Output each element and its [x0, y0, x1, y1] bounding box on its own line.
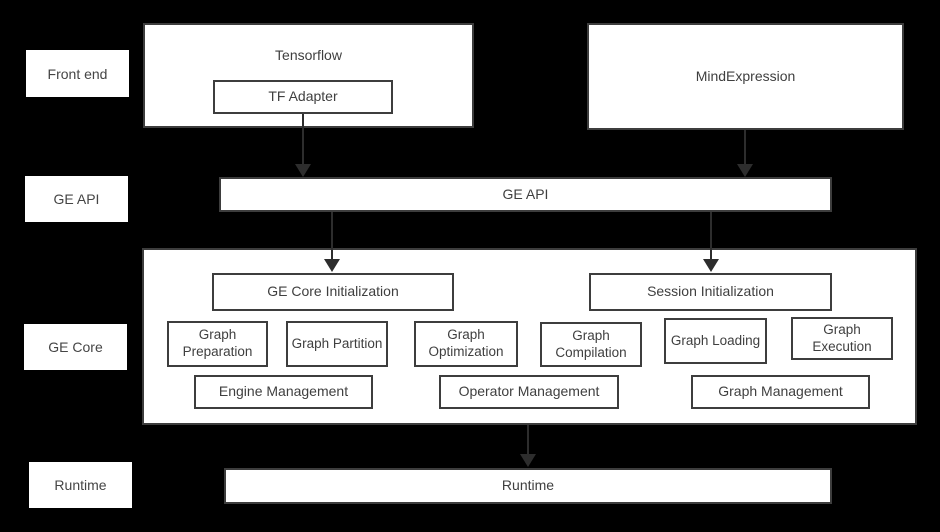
graph-optimization-box: Graph Optimization: [414, 321, 518, 367]
row-label-ge-api: GE API: [25, 176, 128, 222]
ge-api-bar: GE API: [219, 177, 832, 212]
session-initialization-box: Session Initialization: [589, 273, 832, 311]
arrow-ge-api-to-session-initialization-icon: [703, 212, 719, 272]
graph-compilation-box: Graph Compilation: [540, 322, 642, 367]
arrow-ge-api-to-ge-core-initialization-icon: [324, 212, 340, 272]
graph-loading-box: Graph Loading: [664, 318, 767, 364]
operator-management-box: Operator Management: [439, 375, 619, 409]
ge-core-box: GE Core Initialization Session Initializ…: [142, 248, 917, 425]
tf-adapter-box: TF Adapter: [213, 80, 393, 114]
arrow-mindexpression-to-ge-api-icon: [737, 130, 753, 177]
row-label-front-end: Front end: [26, 50, 129, 97]
tensorflow-label: Tensorflow: [275, 47, 342, 63]
graph-preparation-box: Graph Preparation: [167, 321, 268, 367]
runtime-bar: Runtime: [224, 468, 832, 504]
row-label-runtime: Runtime: [29, 462, 132, 508]
engine-management-box: Engine Management: [194, 375, 373, 409]
ge-core-initialization-box: GE Core Initialization: [212, 273, 454, 311]
graph-partition-box: Graph Partition: [286, 321, 388, 367]
graph-execution-box: Graph Execution: [791, 317, 893, 360]
graph-management-box: Graph Management: [691, 375, 870, 409]
arrow-tf-adapter-to-ge-api-icon: [295, 114, 311, 177]
mindexpression-box: MindExpression: [587, 23, 904, 130]
arrow-ge-core-to-runtime-icon: [520, 425, 536, 467]
row-label-ge-core: GE Core: [24, 324, 127, 370]
